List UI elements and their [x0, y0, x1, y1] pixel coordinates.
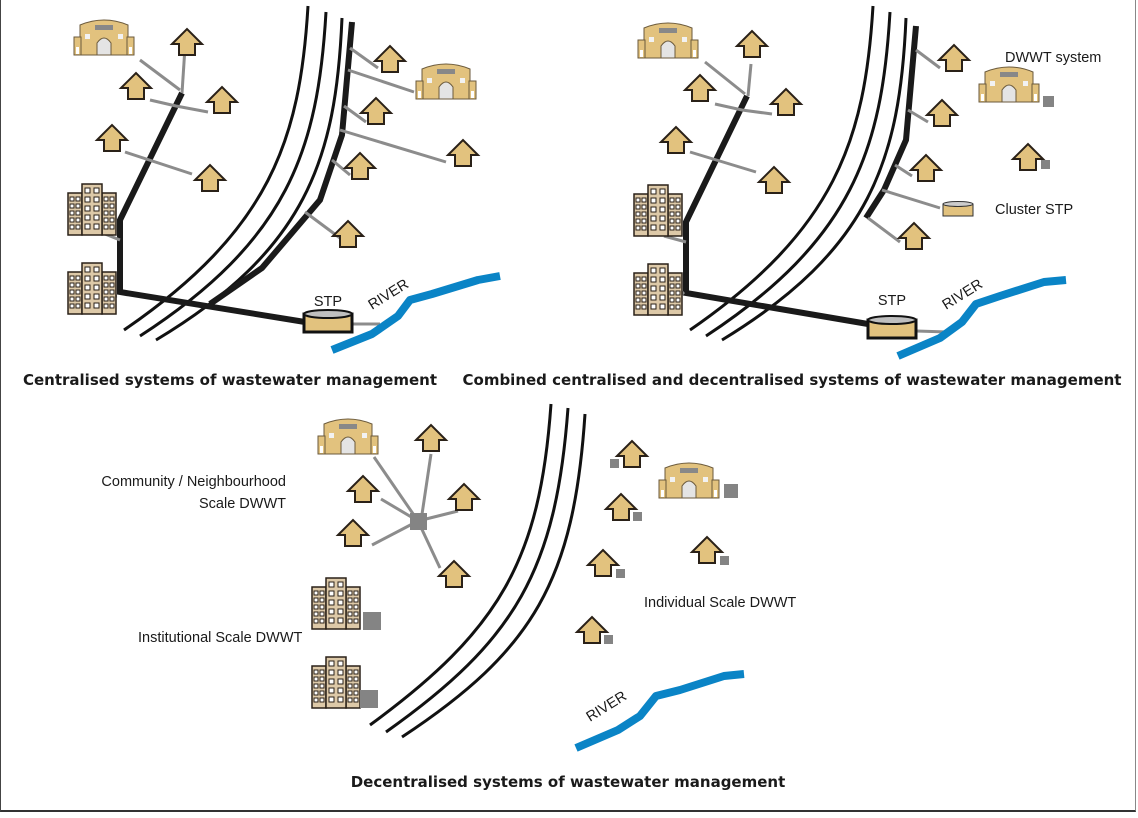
- sewer-lines: [117, 21, 355, 325]
- dwwt-unit-icon: [724, 484, 738, 498]
- institution-icon: [637, 22, 699, 59]
- stp-label: STP: [878, 293, 906, 309]
- panel-combined: STP RIVER DWWT system Cluster STP Combin…: [463, 5, 1122, 389]
- house-icon: [120, 72, 152, 100]
- dwwt-unit-icon: [633, 512, 642, 521]
- apartment-building-icon: [633, 184, 683, 237]
- river-label: RIVER: [940, 276, 986, 313]
- house-icon: [194, 164, 226, 192]
- river: [330, 272, 501, 354]
- dwwt-unit-icon: [363, 612, 381, 630]
- river-label: RIVER: [584, 688, 630, 725]
- house-icon: [898, 222, 930, 250]
- individual-dwwt-label: Individual Scale DWWT: [644, 595, 796, 611]
- apartment-building-icon: [67, 262, 117, 315]
- connectors: [99, 31, 447, 326]
- house-icon: [1012, 143, 1044, 171]
- stp-label: STP: [314, 294, 342, 310]
- dwwt-unit-icon: [360, 690, 378, 708]
- panel-decentralised: RIVER Community / Neighbourhood Scale DW…: [101, 403, 796, 791]
- house-icon: [438, 560, 470, 588]
- house-icon: [736, 30, 768, 58]
- community-dwwt-unit-icon: [410, 513, 427, 530]
- house-icon: [587, 549, 619, 577]
- institution-icon: [415, 63, 477, 100]
- apartment-building-icon: [67, 183, 117, 236]
- house-icon: [576, 616, 608, 644]
- sewer-lines: [683, 25, 919, 327]
- apartment-building-icon: [311, 656, 361, 709]
- road: [689, 5, 908, 342]
- house-icon: [337, 519, 369, 547]
- connectors: [371, 453, 459, 569]
- river: [574, 670, 745, 752]
- houses: [311, 418, 738, 709]
- house-icon: [96, 124, 128, 152]
- institutional-dwwt-label: Institutional Scale DWWT: [138, 630, 303, 646]
- house-icon: [910, 154, 942, 182]
- community-dwwt-label-line1: Community / Neighbourhood: [101, 474, 286, 490]
- dwwt-unit-icon: [1041, 160, 1050, 169]
- house-icon: [171, 28, 203, 56]
- caption-combined: Combined centralised and decentralised s…: [463, 371, 1122, 389]
- caption-centralised: Centralised systems of wastewater manage…: [23, 371, 437, 389]
- house-icon: [691, 536, 723, 564]
- houses: [633, 22, 1054, 316]
- panel-centralised: STP RIVER Centralised systems of wastewa…: [23, 5, 501, 389]
- house-icon: [616, 440, 648, 468]
- house-icon: [448, 483, 480, 511]
- community-dwwt-label-line2: Scale DWWT: [199, 496, 286, 512]
- cluster-stp-label: Cluster STP: [995, 202, 1073, 218]
- institution-icon: [73, 19, 135, 56]
- house-icon: [605, 493, 637, 521]
- river: [896, 276, 1067, 360]
- institution-icon: [658, 462, 720, 499]
- house-icon: [684, 74, 716, 102]
- dwwt-unit-icon: [720, 556, 729, 565]
- house-icon: [758, 166, 790, 194]
- house-icon: [206, 86, 238, 114]
- dwwt-unit-icon: [1043, 96, 1054, 107]
- house-icon: [415, 424, 447, 452]
- dwwt-unit-icon: [616, 569, 625, 578]
- stp-icon: [302, 308, 354, 334]
- house-icon: [447, 139, 479, 167]
- institution-icon: [978, 66, 1040, 103]
- cluster-stp-icon: [942, 201, 974, 217]
- apartment-building-icon: [633, 263, 683, 316]
- stp-icon: [866, 314, 918, 340]
- dwwt-unit-icon: [610, 459, 619, 468]
- house-icon: [374, 45, 406, 73]
- caption-decentralised: Decentralised systems of wastewater mana…: [351, 773, 786, 791]
- apartment-building-icon: [311, 577, 361, 630]
- house-icon: [332, 220, 364, 248]
- institution-icon: [317, 418, 379, 455]
- house-icon: [660, 126, 692, 154]
- house-icon: [938, 44, 970, 72]
- road: [369, 403, 587, 739]
- house-icon: [347, 475, 379, 503]
- dwwt-system-label: DWWT system: [1005, 50, 1101, 66]
- house-icon: [926, 99, 958, 127]
- dwwt-unit-icon: [604, 635, 613, 644]
- house-icon: [770, 88, 802, 116]
